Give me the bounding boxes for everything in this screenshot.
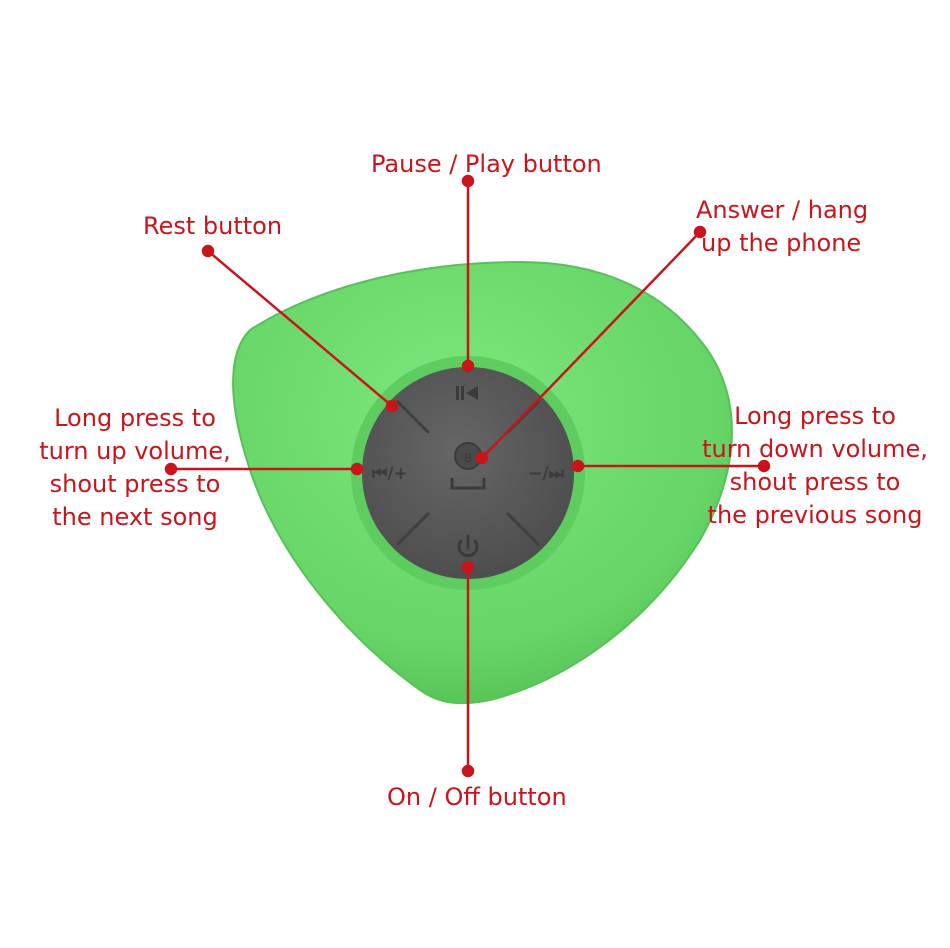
leader-lines bbox=[164, 174, 771, 778]
label-right-line2: turn down volume, bbox=[702, 435, 928, 463]
label-rest: Rest button bbox=[143, 212, 283, 240]
label-answer: Answer / hang up the phone bbox=[696, 194, 868, 260]
label-right-line4: the previous song bbox=[707, 501, 923, 529]
label-left-line4: the next song bbox=[52, 503, 218, 531]
label-right-line3: shout press to bbox=[729, 468, 901, 496]
label-answer-line1: Answer / hang bbox=[696, 196, 869, 224]
label-right: Long press to turn down volume, shout pr… bbox=[690, 400, 940, 532]
power-icon[interactable] bbox=[457, 534, 479, 558]
right-control-symbol[interactable]: −/⏭ bbox=[528, 464, 564, 484]
label-left: Long press to turn up volume, shout pres… bbox=[20, 402, 250, 534]
label-on-off: On / Off button bbox=[387, 783, 567, 811]
label-left-line2: turn up volume, bbox=[39, 437, 231, 465]
leader-answer bbox=[481, 231, 701, 459]
svg-text:ʙ: ʙ bbox=[464, 448, 473, 466]
label-answer-line2: up the phone bbox=[701, 229, 862, 257]
left-control-symbol[interactable]: ⏮/+ bbox=[372, 464, 408, 484]
leader-rest bbox=[207, 250, 393, 407]
label-left-line1: Long press to bbox=[54, 404, 216, 432]
label-right-line1: Long press to bbox=[734, 402, 896, 430]
label-pause-play: Pause / Play button bbox=[371, 150, 602, 178]
label-left-line3: shout press to bbox=[49, 470, 221, 498]
skip-back-icon[interactable] bbox=[456, 386, 478, 400]
